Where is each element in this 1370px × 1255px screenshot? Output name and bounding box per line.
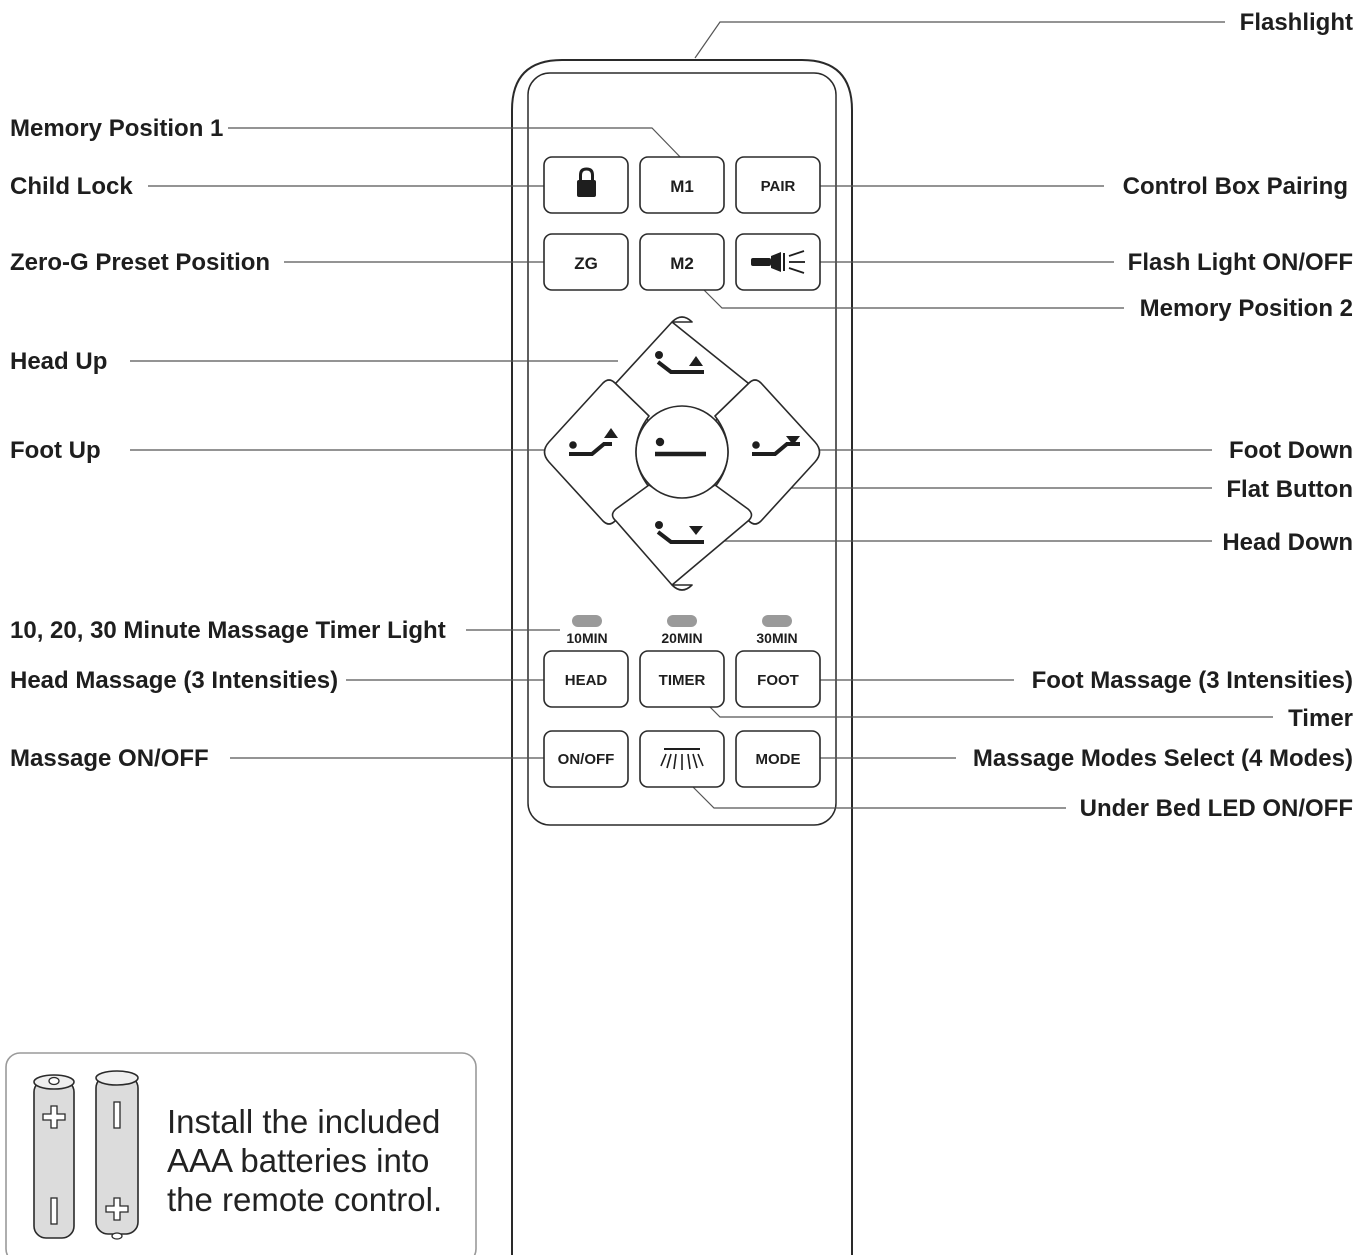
timer-label-30: 30MIN [756, 630, 797, 646]
foot-up-icon [569, 428, 618, 456]
m1-button[interactable]: M1 [639, 156, 725, 214]
callout-labels: Flashlight Memory Position 1 Child Lock … [10, 9, 1353, 822]
foot-massage-button[interactable]: FOOT [735, 650, 821, 708]
flashlight-button[interactable] [735, 233, 821, 291]
timer-label-20: 20MIN [661, 630, 702, 646]
label-flat-button: Flat Button [1226, 476, 1353, 503]
pair-button[interactable]: PAIR [735, 156, 821, 214]
label-flash-light-on-off: Flash Light ON/OFF [1128, 249, 1353, 276]
label-zero-g: Zero-G Preset Position [10, 249, 270, 276]
label-head-massage: Head Massage (3 Intensities) [10, 667, 338, 694]
label-foot-up: Foot Up [10, 437, 101, 464]
under-bed-led-button[interactable] [639, 730, 725, 788]
flashlight-icon [751, 250, 805, 274]
label-flashlight: Flashlight [1240, 9, 1353, 36]
mode-button[interactable]: MODE [735, 730, 821, 788]
head-down-icon [655, 521, 704, 544]
timer-led-10 [572, 615, 602, 627]
child-lock-button[interactable] [543, 156, 629, 214]
aaa-battery-icon [95, 1070, 139, 1240]
label-child-lock: Child Lock [10, 173, 133, 200]
label-massage-modes: Massage Modes Select (4 Modes) [973, 745, 1353, 772]
label-memory-position-2: Memory Position 2 [1140, 295, 1353, 322]
m2-button-label: M2 [670, 254, 694, 273]
label-foot-down: Foot Down [1229, 437, 1353, 464]
label-timer: Timer [1288, 705, 1353, 732]
foot-massage-label: FOOT [757, 672, 799, 689]
battery-note-line-1: Install the included [167, 1103, 440, 1140]
head-massage-label: HEAD [565, 672, 608, 689]
aaa-battery-icon [33, 1074, 75, 1239]
foot-down-icon [752, 436, 800, 456]
battery-note-line-3: the remote control. [167, 1181, 442, 1218]
zg-button-label: ZG [574, 254, 598, 273]
massage-on-off-label: ON/OFF [558, 751, 615, 768]
battery-note-line-2: AAA batteries into [167, 1142, 429, 1179]
label-control-box-pairing: Control Box Pairing [1123, 173, 1348, 200]
pair-button-label: PAIR [761, 178, 796, 195]
timer-led-20 [667, 615, 697, 627]
label-head-down: Head Down [1222, 529, 1353, 556]
timer-lights: 10MIN 20MIN 30MIN [566, 615, 798, 646]
timer-led-30 [762, 615, 792, 627]
head-massage-button[interactable]: HEAD [543, 650, 629, 708]
flat-icon [655, 437, 706, 457]
m1-button-label: M1 [670, 177, 694, 196]
label-head-up: Head Up [10, 348, 107, 375]
timer-button-label: TIMER [659, 672, 706, 689]
leader-lines [130, 21, 1273, 809]
label-massage-on-off: Massage ON/OFF [10, 745, 209, 772]
label-massage-timer-light: 10, 20, 30 Minute Massage Timer Light [10, 617, 446, 644]
label-under-bed-led: Under Bed LED ON/OFF [1080, 795, 1353, 822]
label-foot-massage: Foot Massage (3 Intensities) [1032, 667, 1353, 694]
head-up-icon [655, 351, 704, 374]
mode-button-label: MODE [756, 751, 801, 768]
under-bed-light-icon [660, 748, 704, 770]
flat-button[interactable] [635, 405, 729, 499]
lock-icon [577, 167, 596, 197]
label-memory-position-1: Memory Position 1 [10, 115, 223, 142]
timer-button[interactable]: TIMER [639, 650, 725, 708]
timer-label-10: 10MIN [566, 630, 607, 646]
zg-button[interactable]: ZG [543, 233, 629, 291]
m2-button[interactable]: M2 [639, 233, 725, 291]
massage-on-off-button[interactable]: ON/OFF [543, 730, 629, 788]
battery-note: Install the included AAA batteries into … [5, 1052, 477, 1255]
